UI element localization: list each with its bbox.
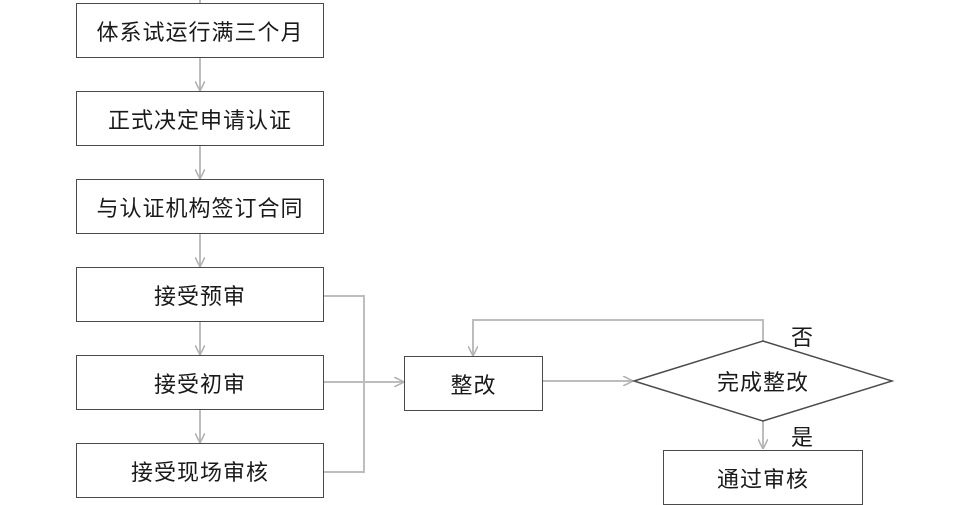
decision-no-label: 否 — [791, 326, 814, 351]
step-trial-run: 体系试运行满三个月 — [76, 3, 324, 58]
step-onsite-audit: 接受现场审核 — [76, 443, 324, 498]
step-sign-contract: 与认证机构签订合同 — [76, 179, 324, 234]
connector-preaudit-to-rectify — [324, 295, 365, 382]
connector-onsite-to-rectify — [324, 382, 365, 473]
pass-audit-box: 通过审核 — [663, 450, 863, 505]
step-trial-run-label: 体系试运行满三个月 — [96, 20, 304, 46]
decision-diamond — [631, 340, 895, 422]
step-pre-audit-label: 接受预审 — [153, 284, 246, 310]
pass-audit-label: 通过审核 — [716, 467, 809, 493]
step-initial-audit-label: 接受初审 — [153, 372, 246, 398]
step-decide-apply: 正式决定申请认证 — [76, 91, 324, 146]
step-pre-audit: 接受预审 — [76, 267, 324, 322]
rectify-box: 整改 — [404, 356, 543, 411]
arrow-decision-no-loop — [473, 319, 764, 355]
step-sign-contract-label: 与认证机构签订合同 — [96, 196, 304, 222]
step-onsite-audit-label: 接受现场审核 — [130, 460, 269, 486]
step-initial-audit: 接受初审 — [76, 355, 324, 410]
decision-yes-label: 是 — [791, 426, 814, 451]
rectify-label: 整改 — [450, 373, 497, 399]
step-decide-apply-label: 正式决定申请认证 — [107, 108, 292, 134]
decision-label: 完成整改 — [716, 371, 809, 396]
